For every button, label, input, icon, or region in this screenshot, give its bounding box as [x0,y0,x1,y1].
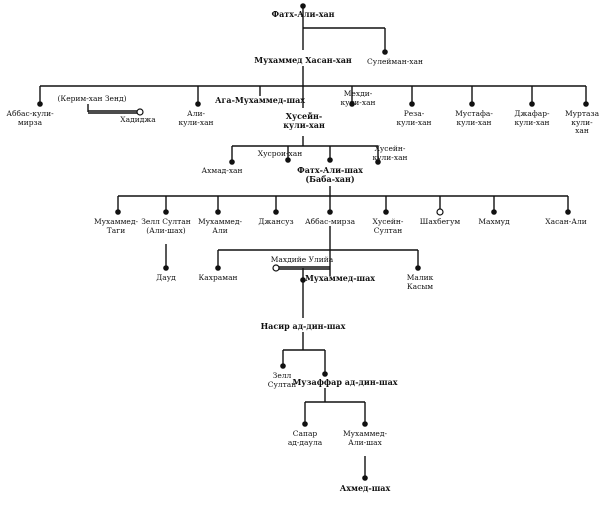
person-mehdi-kuli-khan: Мехди- кули-хан [340,89,376,107]
person-savar-ad-daula: Сапар ад-даула [287,429,323,447]
person-mustafa-kuli-khan: Мустафа- кули-хан [455,109,493,127]
person-abbas-mirza: Аббас-мирза [304,217,356,226]
person-muzaffar-ad-din-shah: Музаффар ад-дин-шах [292,377,398,387]
person-khusrou-khan: Хусрои-хан [257,149,303,158]
person-muhammad-ali-shah: Мухаммед- Али-шах [342,429,388,447]
person-muhammad-taqi: Мухаммед- Таги [93,217,139,235]
person-daud: Дауд [156,273,176,282]
person-aga-muhammad-shah: Ага-Мухаммед-шах [214,95,306,105]
person-suleiman-khan: Сулейман-хан [367,57,423,66]
person-muhammad-ali: Мухаммед- Али [197,217,243,235]
person-fath-ali-shah: Фатх-Али-шах (Баба-хан) [297,165,363,184]
person-hasan-ali: Хасан-Али [545,217,587,226]
person-muhammad-hasan-khan: Мухаммед Хасан-хан [254,55,352,65]
person-malik-kasym: Малик Касым [406,273,434,291]
person-ahmad-khan: Ахмад-хан [201,166,243,175]
person-mahmud: Махмуд [478,217,510,226]
person-husein-sultan: Хусейн- Султан [372,217,404,235]
person-ali-kuli-khan: Али- кули-хан [178,109,214,127]
person-zell-sultan-2: Зелл Султан [267,371,297,389]
person-kerim-khan-zend: (Керим-хан Зенд) [57,94,127,103]
person-husein-kuli-khan: Хусейн- кули-хан [283,111,325,130]
person-ahmad-shah: Ахмед-шах [339,483,391,493]
person-mahdie-ulia: Махдийе Улийа [270,255,334,264]
person-nasir-ad-din-shah: Насир ад-дин-шах [260,321,346,331]
person-husein-kuli-khan-2: Хусейн- кули-хан [372,144,408,162]
person-muhammad-shah: Мухаммед-шах [304,273,376,283]
person-kahraman: Кахраман [198,273,238,282]
person-zell-sultan: Зелл Султан (Али-шах) [141,217,191,235]
person-abbas-kuli-mirza: Аббас-кули- мирза [6,109,54,127]
person-reza-kuli-khan: Реза- кули-хан [396,109,432,127]
person-jansuz: Джансуз [258,217,294,226]
person-jafar-kuli-khan: Джафар- кули-хан [514,109,550,127]
person-murtaza-kuli-khan: Муртаза кули-хан [564,109,600,135]
person-khadija: Хадиджа [120,115,156,124]
person-fath-ali-khan: Фатх-Али-хан [271,9,335,19]
person-shakhbegum: Шахбегум [419,217,461,226]
